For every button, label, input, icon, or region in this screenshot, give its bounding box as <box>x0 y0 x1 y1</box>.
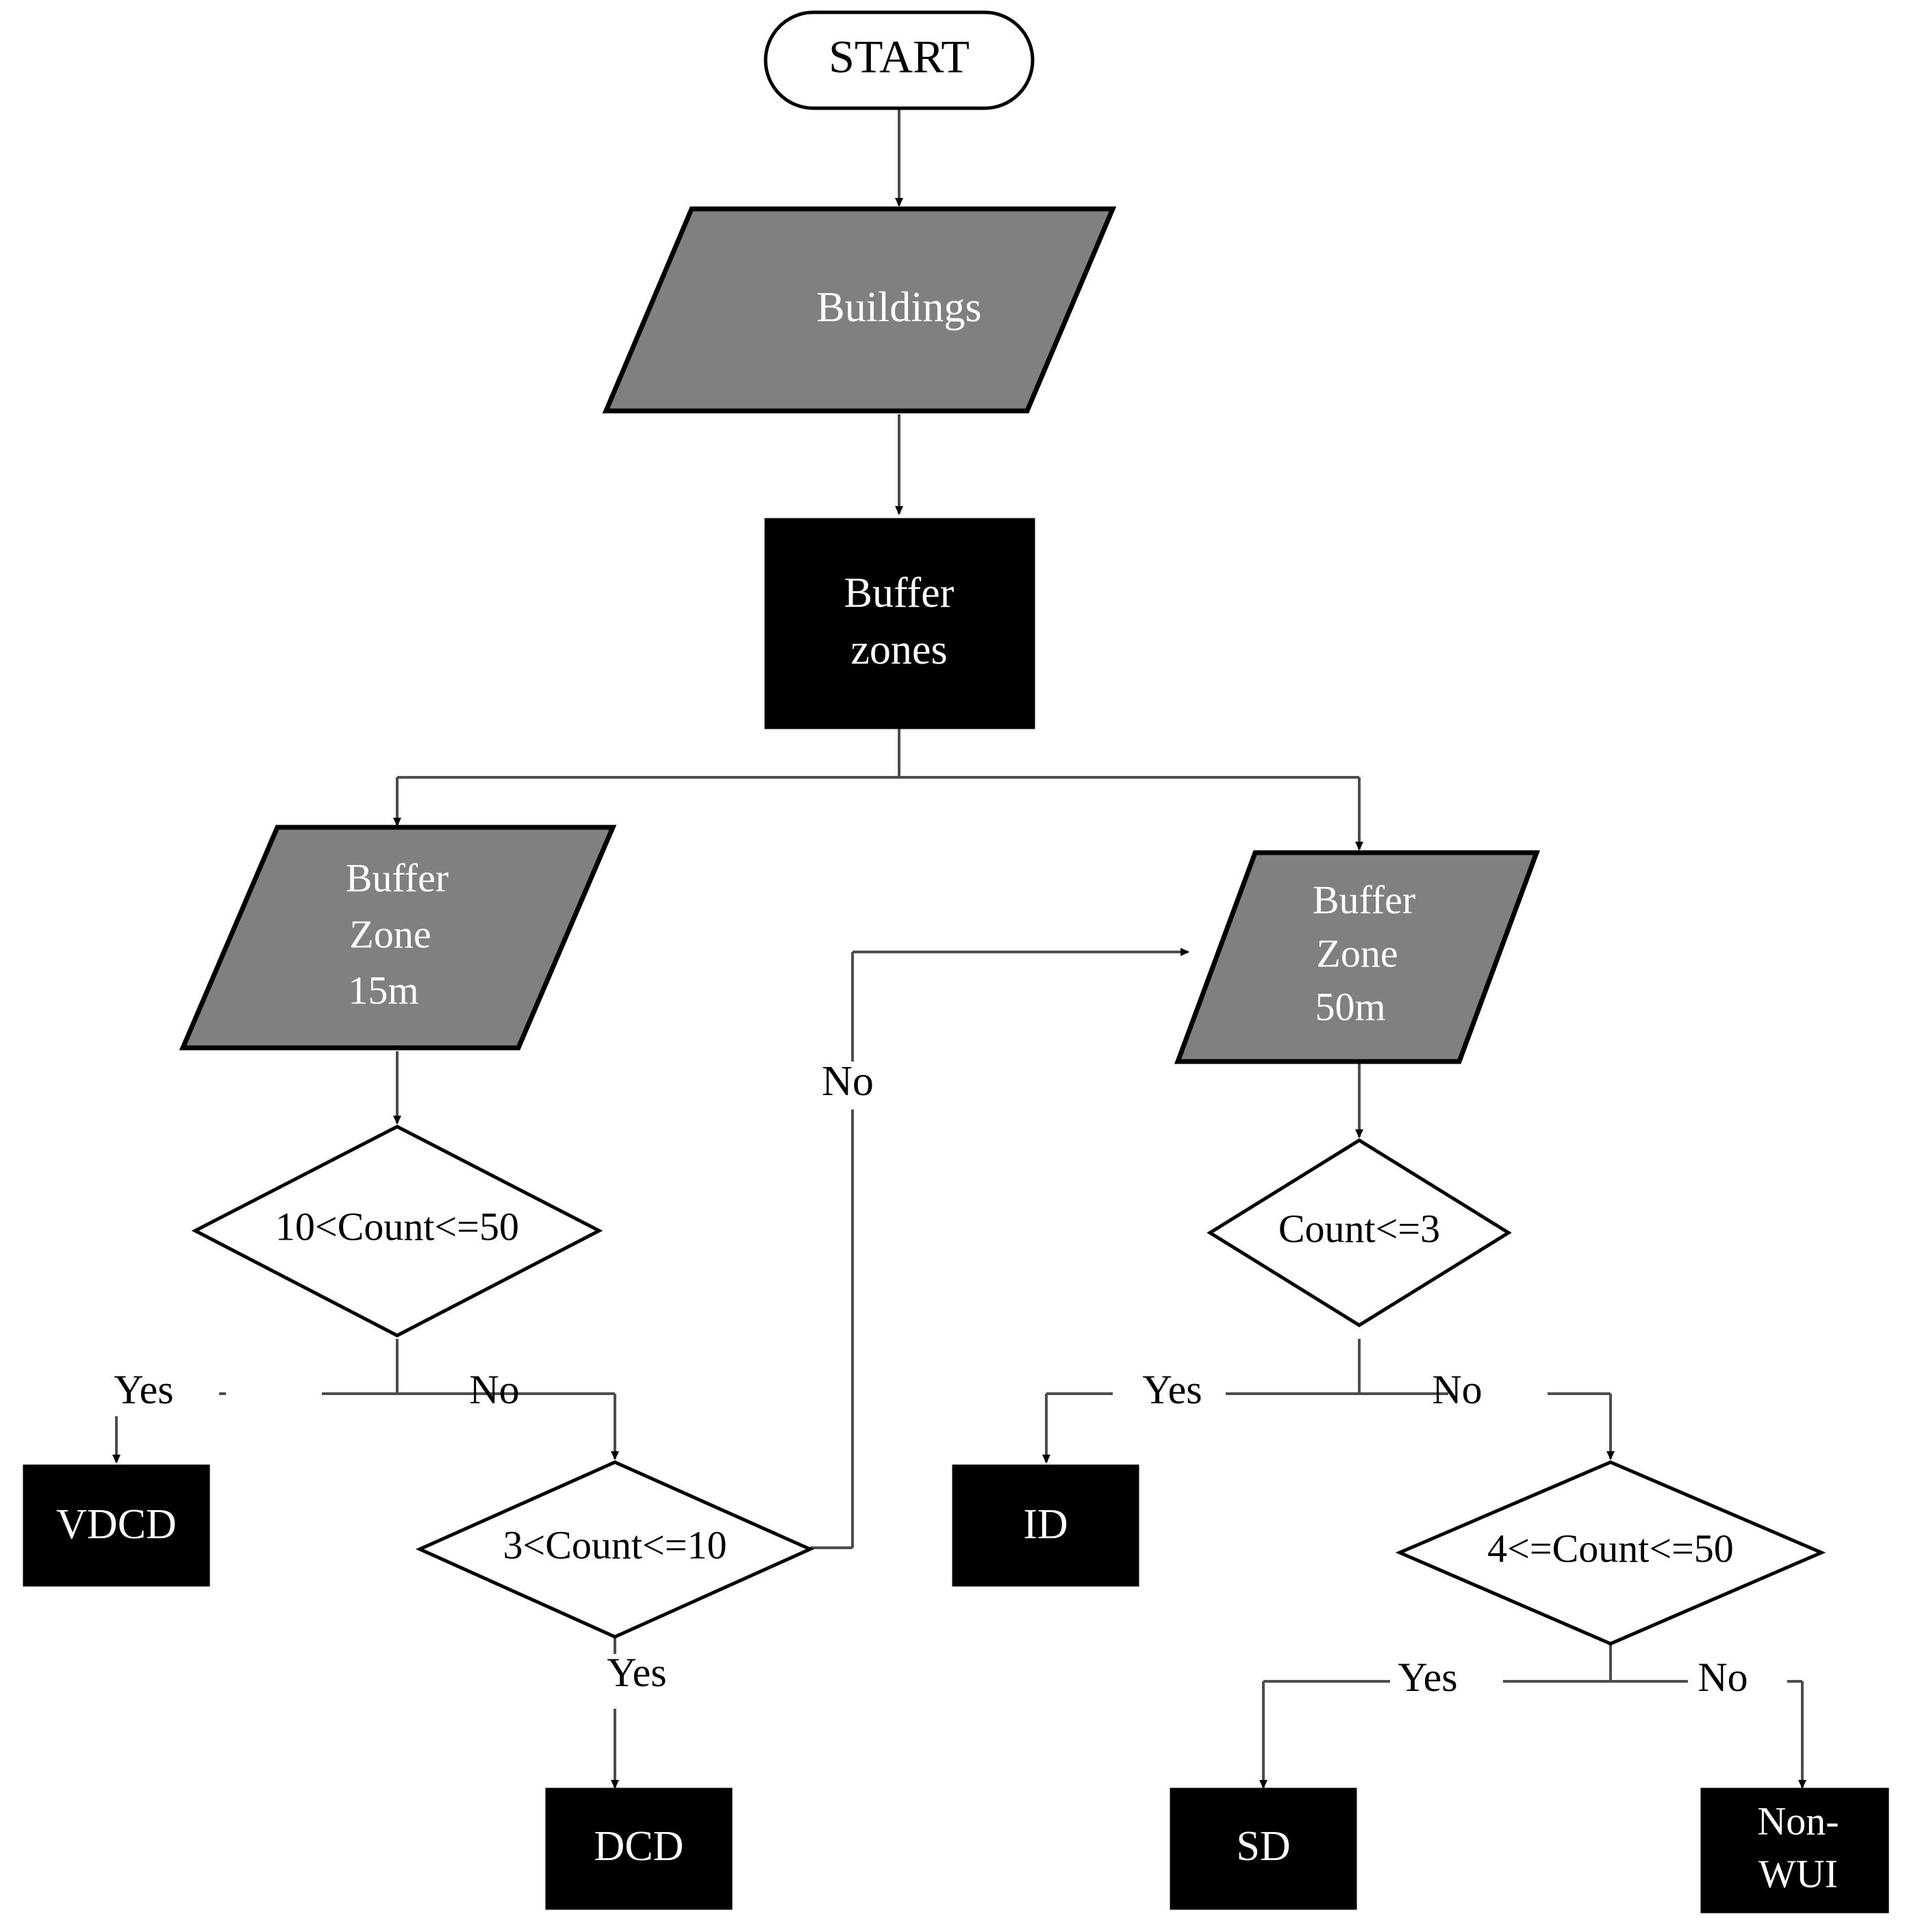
node-vdcd[interactable]: VDCD <box>23 1464 210 1587</box>
node-decision-10-50-label: 10<Count<=50 <box>275 1204 519 1249</box>
node-decision-3-10[interactable]: 3<Count<=10 <box>415 1460 815 1639</box>
node-bz50-label-line3: 50m <box>1315 984 1385 1029</box>
node-bz15-label-line2: Zone <box>349 912 431 956</box>
node-sd-label: SD <box>1236 1823 1290 1870</box>
node-buffer-zone-50m[interactable]: Buffer Zone 50m <box>1174 850 1541 1064</box>
edge-label-yes-10-50: Yes <box>114 1367 173 1412</box>
node-decision-count-3[interactable]: Count<=3 <box>1207 1138 1512 1327</box>
node-bz50-label-line1: Buffer <box>1313 877 1415 922</box>
node-decision-count-3-label: Count<=3 <box>1278 1206 1440 1251</box>
node-bz50-label-line2: Zone <box>1316 931 1398 975</box>
edge-label-bg-yes-10-50 <box>103 1371 219 1416</box>
node-id[interactable]: ID <box>952 1464 1139 1587</box>
edge-label-bg-no-4-50 <box>1688 1659 1787 1704</box>
node-non-wui[interactable]: Non- WUI <box>1700 1787 1889 1914</box>
node-sd[interactable]: SD <box>1170 1787 1357 1910</box>
node-dcd[interactable]: DCD <box>545 1787 733 1910</box>
edge-label-bg-no-count-3 <box>1448 1371 1548 1416</box>
node-buffer-zones-label-line1: Buffer <box>844 570 955 616</box>
node-bz15-label-line1: Buffer <box>346 855 449 900</box>
node-buffer-zones-label-line2: zones <box>850 627 947 673</box>
node-buildings[interactable]: Buildings <box>602 206 1117 414</box>
edge-label-bg-yes-count-3 <box>1113 1371 1226 1416</box>
edge-label-no-10-50: No <box>469 1367 519 1412</box>
node-vdcd-label: VDCD <box>56 1501 177 1548</box>
edge-label-no-3-10: No <box>822 1058 874 1105</box>
edge-label-bg-yes-4-50 <box>1390 1659 1503 1704</box>
edge-label-no-count-3: No <box>1432 1367 1482 1412</box>
node-buildings-label: Buildings <box>816 284 981 331</box>
edge-label-bg-no-3-10 <box>818 1062 894 1109</box>
node-decision-3-10-label: 3<Count<=10 <box>503 1522 727 1567</box>
node-buffer-zones[interactable]: Buffer zones <box>764 518 1035 729</box>
node-start[interactable]: START <box>764 10 1035 110</box>
edge-label-bg-yes-3-10 <box>585 1654 688 1699</box>
node-buffer-zone-15m[interactable]: Buffer Zone 15m <box>179 825 617 1051</box>
node-id-label: ID <box>1023 1501 1068 1548</box>
node-non-wui-label-line2: WUI <box>1758 1851 1838 1896</box>
node-decision-10-50[interactable]: 10<Count<=50 <box>191 1125 603 1338</box>
node-non-wui-label-line1: Non- <box>1757 1798 1839 1843</box>
edge-label-yes-count-3: Yes <box>1142 1367 1202 1412</box>
edge-label-yes-3-10: Yes <box>607 1650 666 1695</box>
edge-label-bg-no-10-50 <box>226 1371 322 1416</box>
edge-label-no-4-50: No <box>1698 1655 1748 1700</box>
node-dcd-label: DCD <box>594 1823 684 1870</box>
edge-label-yes-4-50: Yes <box>1398 1655 1457 1700</box>
node-bz15-label-line3: 15m <box>348 968 418 1012</box>
node-decision-4-50-label: 4<=Count<=50 <box>1487 1526 1734 1570</box>
node-decision-4-50[interactable]: 4<=Count<=50 <box>1395 1460 1826 1646</box>
node-start-label: START <box>829 31 970 83</box>
